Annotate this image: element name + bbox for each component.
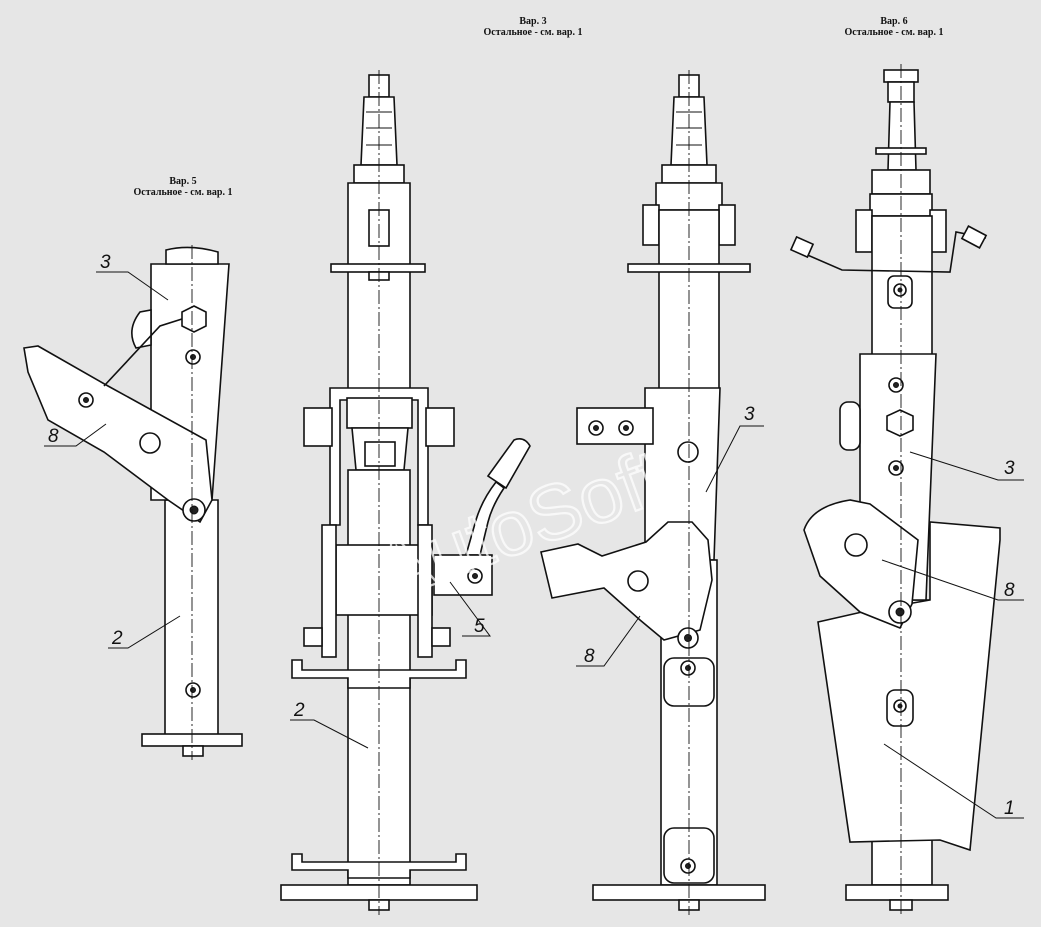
v3-callout-8: 8 <box>584 646 595 667</box>
v3-pivot <box>627 570 649 592</box>
v6-rear-knob <box>839 401 861 451</box>
v1-leader-5 <box>449 581 491 637</box>
view-var5: 3 8 2 <box>23 245 243 760</box>
v1-side-block-left <box>303 407 333 447</box>
v6-base-plate <box>845 884 949 901</box>
v1-hose <box>464 480 506 556</box>
caption-var5-title: Вар. 5 <box>169 176 197 187</box>
view-var3: 3 8 <box>540 70 766 915</box>
v5-leader-3 <box>96 271 169 301</box>
v1-leader-2 <box>290 719 369 749</box>
v6-callout-1: 1 <box>1004 798 1015 819</box>
v5-bottom-stub <box>182 745 204 757</box>
caption-var5: Вар. 5 Остальное - см. вар. 1 <box>112 176 254 198</box>
v1-cover-right <box>417 524 433 658</box>
v6-pivot <box>844 533 868 557</box>
caption-var6-note: Остальное - см. вар. 1 <box>844 27 944 38</box>
v3-callout-3: 3 <box>744 404 755 425</box>
view-var6: 3 8 1 <box>789 64 1024 915</box>
v3-pivot-top <box>677 441 699 463</box>
v6-leader-3 <box>909 451 1024 481</box>
v3-leader-3 <box>705 425 764 493</box>
v1-callout-2: 2 <box>293 700 305 721</box>
caption-var6: Вар. 6 Остальное - см. вар. 1 <box>823 16 965 38</box>
v3-base-plate <box>592 884 766 901</box>
caption-var3-title: Вар. 3 <box>519 16 547 27</box>
v5-hex-nut <box>181 305 207 333</box>
v3-head-lug-right <box>718 204 736 246</box>
caption-var3-note: Остальное - см. вар. 1 <box>483 27 583 38</box>
v1-clamp-head <box>346 397 413 429</box>
v6-leader-1 <box>883 743 1024 819</box>
v1-bolt-right <box>431 627 451 647</box>
v6-leader-8 <box>881 559 1024 601</box>
v1-callout-5: 5 <box>474 616 485 637</box>
caption-var3: Вар. 3 Остальное - см. вар. 1 <box>462 16 604 38</box>
v3-lever <box>540 521 713 641</box>
caption-var6-title: Вар. 6 <box>880 16 908 27</box>
v5-rear-arc <box>131 309 152 349</box>
v6-hex-nut <box>886 409 914 437</box>
v5-callout-3: 3 <box>100 252 111 273</box>
v6-callout-3: 3 <box>1004 458 1015 479</box>
v5-callout-8: 8 <box>48 426 59 447</box>
v6-spline-shaft <box>887 101 917 171</box>
v5-pivot <box>139 432 161 454</box>
v5-lower-tube <box>164 499 219 736</box>
v6-lever <box>803 499 919 630</box>
v1-clamp-core <box>364 441 396 467</box>
v1-hose-fitting <box>486 438 531 490</box>
v6-clip-right <box>960 225 988 249</box>
v5-lever <box>23 345 213 524</box>
v6-clip-left <box>789 235 815 259</box>
caption-var5-note: Остальное - см. вар. 1 <box>133 187 233 198</box>
v6-callout-8: 8 <box>1004 580 1015 601</box>
v1-side-block-right <box>425 407 455 447</box>
v5-leader-2 <box>108 615 181 649</box>
v1-cover-left <box>321 524 337 658</box>
v3-head-lug-left <box>642 204 660 246</box>
v1-housing <box>335 544 433 616</box>
v1-bolt-left <box>303 627 323 647</box>
view-var1: 5 2 <box>280 70 531 915</box>
v5-callout-2: 2 <box>111 628 123 649</box>
v3-leader-8 <box>576 615 641 667</box>
v1-flange <box>330 263 426 273</box>
v5-leader-8 <box>44 423 107 447</box>
v6-head-lug-left <box>855 209 873 253</box>
